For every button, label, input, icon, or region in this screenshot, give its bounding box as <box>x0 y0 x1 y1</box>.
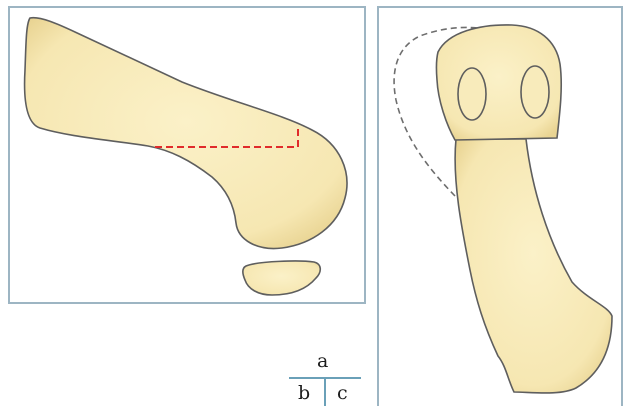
panel-label-a: a <box>317 352 328 371</box>
head-opening-right <box>521 66 549 118</box>
panel-label-c: c <box>337 384 348 403</box>
head-opening-left <box>458 68 486 120</box>
key-divider-vertical <box>324 379 326 406</box>
bone-shaft-b <box>455 139 612 393</box>
bone-fragment <box>243 261 320 295</box>
panel-label-b: b <box>298 384 310 403</box>
